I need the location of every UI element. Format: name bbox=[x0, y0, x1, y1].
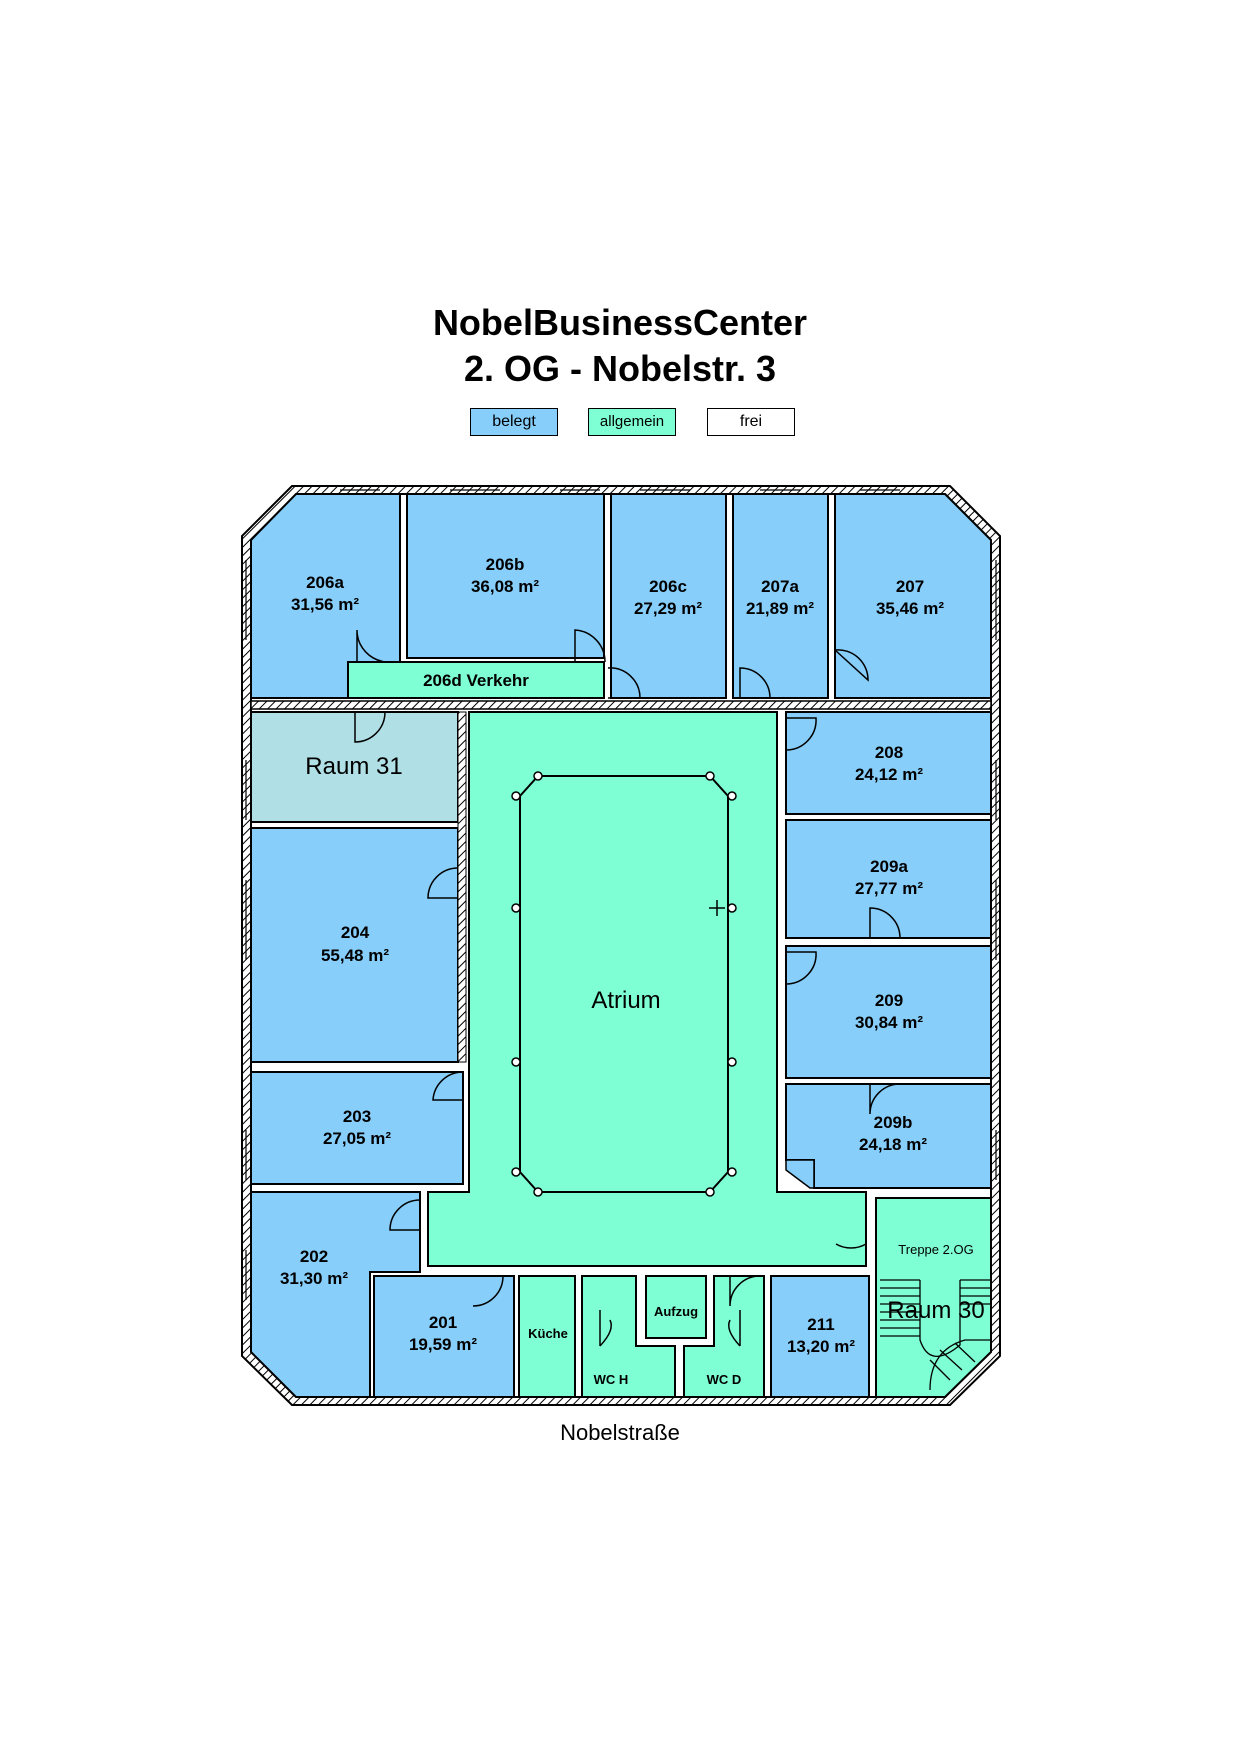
room-208-area: 24,12 m² bbox=[855, 765, 923, 784]
atrium-columns bbox=[511, 771, 737, 1197]
room-206d[interactable] bbox=[347, 661, 605, 699]
room-atrium-label: Atrium bbox=[591, 987, 660, 1014]
room-203[interactable] bbox=[250, 1071, 464, 1185]
legend-occupied: belegt bbox=[470, 408, 558, 436]
room-211-area: 13,20 m² bbox=[787, 1337, 855, 1356]
room-treppe-label: Treppe 2.OG bbox=[898, 1242, 973, 1257]
room-206c-area: 27,29 m² bbox=[634, 599, 702, 618]
room-201[interactable] bbox=[373, 1275, 515, 1398]
room-207-number: 207 bbox=[896, 577, 924, 596]
room-kueche[interactable] bbox=[518, 1275, 576, 1398]
room-209b-area: 24,18 m² bbox=[859, 1135, 927, 1154]
room-208[interactable] bbox=[785, 711, 992, 815]
room-201-number: 201 bbox=[429, 1313, 457, 1332]
room-209b-number: 209b bbox=[874, 1113, 913, 1132]
room-211[interactable] bbox=[770, 1275, 870, 1398]
room-204-area: 55,48 m² bbox=[321, 946, 389, 965]
floor-title: 2. OG - Nobelstr. 3 bbox=[463, 348, 777, 389]
atrium-gallery bbox=[519, 775, 729, 1193]
room-207a-number: 207a bbox=[761, 577, 799, 596]
room-204[interactable] bbox=[250, 827, 459, 1063]
street-label: Nobelstraße bbox=[560, 1420, 680, 1445]
room-202[interactable] bbox=[250, 1191, 421, 1398]
room-206d-label: 206d Verkehr bbox=[423, 671, 529, 690]
room-209-area: 30,84 m² bbox=[855, 1013, 923, 1032]
room-209[interactable] bbox=[785, 945, 992, 1079]
move-icon bbox=[709, 900, 725, 916]
room-207[interactable] bbox=[834, 493, 992, 699]
room-209a-number: 209a bbox=[870, 857, 908, 876]
room-wcd[interactable] bbox=[683, 1275, 765, 1398]
stair-icon bbox=[880, 1279, 990, 1391]
room-202-area: 31,30 m² bbox=[280, 1269, 348, 1288]
room-treppe[interactable] bbox=[875, 1197, 992, 1398]
room-204-number: 204 bbox=[341, 923, 370, 942]
building-title: NobelBusinessCenter bbox=[432, 302, 808, 343]
room-raum31-label: Raum 31 bbox=[305, 753, 402, 780]
room-209a[interactable] bbox=[785, 819, 992, 939]
room-209a-area: 27,77 m² bbox=[855, 879, 923, 898]
wall-north-corridor bbox=[250, 700, 992, 710]
window-marks bbox=[245, 489, 997, 1300]
room-wch[interactable] bbox=[581, 1275, 676, 1398]
legend-common: allgemein bbox=[588, 408, 676, 436]
toilet-partitions bbox=[599, 1310, 741, 1347]
room-206a-number: 206a bbox=[306, 573, 344, 592]
room-203-number: 203 bbox=[343, 1107, 371, 1126]
room-wch-label: WC H bbox=[594, 1372, 629, 1387]
room-206a[interactable] bbox=[250, 493, 401, 699]
room-raum30-label: Raum 30 bbox=[887, 1297, 984, 1324]
room-wcd-label: WC D bbox=[707, 1372, 742, 1387]
room-201-area: 19,59 m² bbox=[409, 1335, 477, 1354]
room-208-number: 208 bbox=[875, 743, 903, 762]
room-207a-area: 21,89 m² bbox=[746, 599, 814, 618]
room-206b[interactable] bbox=[406, 493, 605, 659]
room-206b-area: 36,08 m² bbox=[471, 577, 539, 596]
room-202-number: 202 bbox=[300, 1247, 328, 1266]
room-209-number: 209 bbox=[875, 991, 903, 1010]
room-206c[interactable] bbox=[610, 493, 727, 699]
room-206c-number: 206c bbox=[649, 577, 687, 596]
room-kueche-label: Küche bbox=[528, 1326, 568, 1341]
room-207a[interactable] bbox=[732, 493, 829, 699]
title-block: NobelBusinessCenter 2. OG - Nobelstr. 3 bbox=[0, 300, 1240, 392]
room-206b-number: 206b bbox=[486, 555, 525, 574]
doors bbox=[354, 629, 901, 1307]
wall-atrium-left bbox=[457, 711, 467, 1063]
room-203-area: 27,05 m² bbox=[323, 1129, 391, 1148]
shaft bbox=[785, 1159, 815, 1189]
legend-free: frei bbox=[707, 408, 795, 436]
room-207-area: 35,46 m² bbox=[876, 599, 944, 618]
room-aufzug[interactable] bbox=[645, 1275, 707, 1339]
room-211-number: 211 bbox=[807, 1315, 834, 1334]
room-aufzug-label: Aufzug bbox=[654, 1304, 698, 1319]
room-206a-area: 31,56 m² bbox=[291, 595, 359, 614]
